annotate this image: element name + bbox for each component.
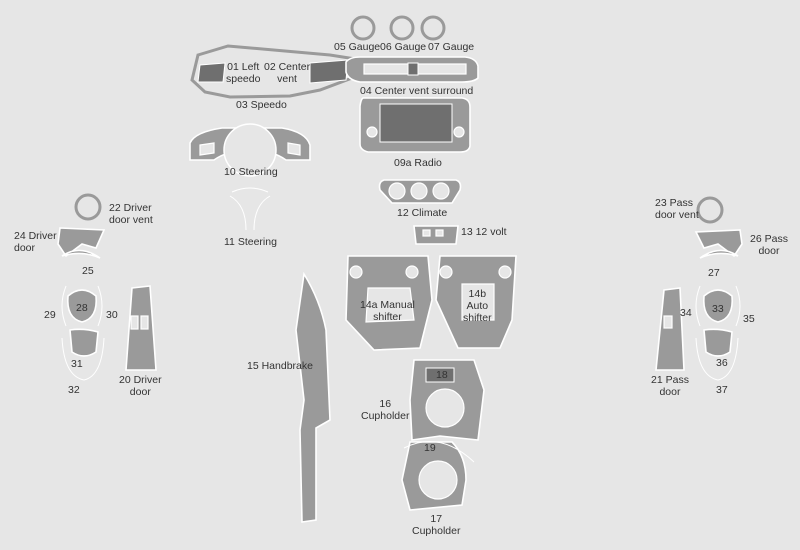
driver-door-trim-28	[66, 289, 98, 323]
label-27: 27	[708, 267, 720, 279]
auto-shifter-opening	[461, 283, 495, 321]
auto-shifter-hole-right	[498, 265, 512, 279]
gauge-07-ring	[420, 15, 446, 41]
pass-door-trim-33	[702, 289, 734, 323]
label-28: 28	[76, 302, 88, 314]
label-05-gauge: 05 Gauge	[334, 41, 381, 53]
label-22-driver-door-vent: 22 Driver door vent	[109, 202, 153, 226]
label-18: 18	[436, 369, 448, 381]
driver-door-trim-24	[57, 227, 106, 258]
manual-shifter-opening	[365, 287, 415, 323]
label-25: 25	[82, 265, 94, 277]
label-14a-manual-shifter: 14a Manual shifter	[360, 299, 415, 323]
12-volt-slot-2	[435, 229, 444, 237]
gauge-06-ring	[389, 15, 415, 41]
center-vent-insert	[309, 59, 349, 84]
auto-shifter-hole-left	[439, 265, 453, 279]
label-30: 30	[106, 309, 118, 321]
pass-door-switch-1	[663, 315, 673, 329]
pass-door-trim-35	[735, 285, 741, 327]
driver-door-switch-2	[140, 315, 149, 330]
label-34: 34	[680, 307, 692, 319]
climate-knob-1	[388, 182, 406, 200]
label-35: 35	[743, 313, 755, 325]
steering-hole-left	[199, 142, 215, 156]
driver-door-trim-25	[61, 249, 101, 259]
driver-door-switch-1	[130, 315, 139, 330]
radio-screen	[379, 103, 453, 143]
steering-trim-11	[229, 187, 271, 231]
label-06-gauge: 06 Gauge	[380, 41, 427, 53]
handbrake-trim	[295, 271, 331, 523]
steering-wheel-hub	[223, 123, 277, 177]
driver-door-trim-32	[61, 337, 105, 381]
label-26-pass-door: 26 Pass door	[750, 233, 788, 257]
pass-door-trim-37	[695, 337, 739, 381]
manual-shifter-hole-right	[405, 265, 419, 279]
manual-shifter-hole-left	[349, 265, 363, 279]
driver-door-trim-31	[69, 328, 99, 357]
cupholder-16-hole	[425, 388, 465, 428]
label-24-driver-door: 24 Driver door	[14, 230, 57, 254]
pass-door-switch-panel	[655, 287, 685, 371]
pass-door-vent-23	[696, 196, 724, 224]
label-20-driver-door: 20 Driver door	[119, 374, 162, 398]
center-vent-switch	[407, 62, 419, 76]
label-11-steering: 11 Steering	[224, 236, 277, 248]
driver-door-trim-29	[61, 285, 67, 327]
label-15-handbrake: 15 Handbrake	[247, 360, 313, 372]
radio-knob-right	[453, 126, 465, 138]
steering-hole-right	[287, 142, 301, 156]
label-13-12-volt: 13 12 volt	[461, 226, 507, 238]
label-36: 36	[716, 357, 728, 369]
radio-knob-left	[366, 126, 378, 138]
label-01-left-speedo: 01 Left speedo	[226, 61, 261, 85]
driver-door-vent-22	[74, 193, 102, 221]
driver-door-trim-30	[97, 285, 103, 327]
label-29: 29	[44, 309, 56, 321]
cupholder-19-trim	[403, 441, 475, 463]
left-speedo-insert	[197, 62, 226, 83]
label-02-center-vent: 02 Center vent	[264, 61, 311, 85]
label-04-center-vent-surround: 04 Center vent surround	[360, 85, 474, 97]
label-07-gauge: 07 Gauge	[428, 41, 475, 53]
pass-door-trim-26	[694, 229, 743, 258]
label-32: 32	[68, 384, 80, 396]
label-14b-auto-shifter: 14b Auto shifter	[463, 288, 492, 324]
pass-door-trim-34	[695, 285, 701, 327]
climate-knob-2	[410, 182, 428, 200]
label-16-cupholder: 16 Cupholder	[361, 398, 410, 422]
speedo-frame	[190, 44, 365, 99]
label-33: 33	[712, 303, 724, 315]
label-19: 19	[424, 442, 436, 454]
pass-door-trim-27	[699, 249, 739, 259]
label-21-pass-door: 21 Pass door	[651, 374, 689, 398]
label-31: 31	[71, 358, 83, 370]
label-23-pass-door-vent: 23 Pass door vent	[655, 197, 699, 221]
label-09a-radio: 09a Radio	[394, 157, 442, 169]
label-12-climate: 12 Climate	[397, 207, 448, 219]
gauge-05-ring	[350, 15, 376, 41]
pass-door-trim-36	[703, 328, 733, 357]
label-37: 37	[716, 384, 728, 396]
climate-knob-3	[432, 182, 450, 200]
label-03-speedo: 03 Speedo	[236, 99, 287, 111]
cupholder-17-hole	[418, 460, 458, 500]
12-volt-slot-1	[422, 229, 431, 237]
label-17-cupholder: 17 Cupholder	[412, 513, 461, 537]
label-10-steering: 10 Steering	[224, 166, 278, 178]
cupholder-18-switch	[425, 367, 455, 383]
